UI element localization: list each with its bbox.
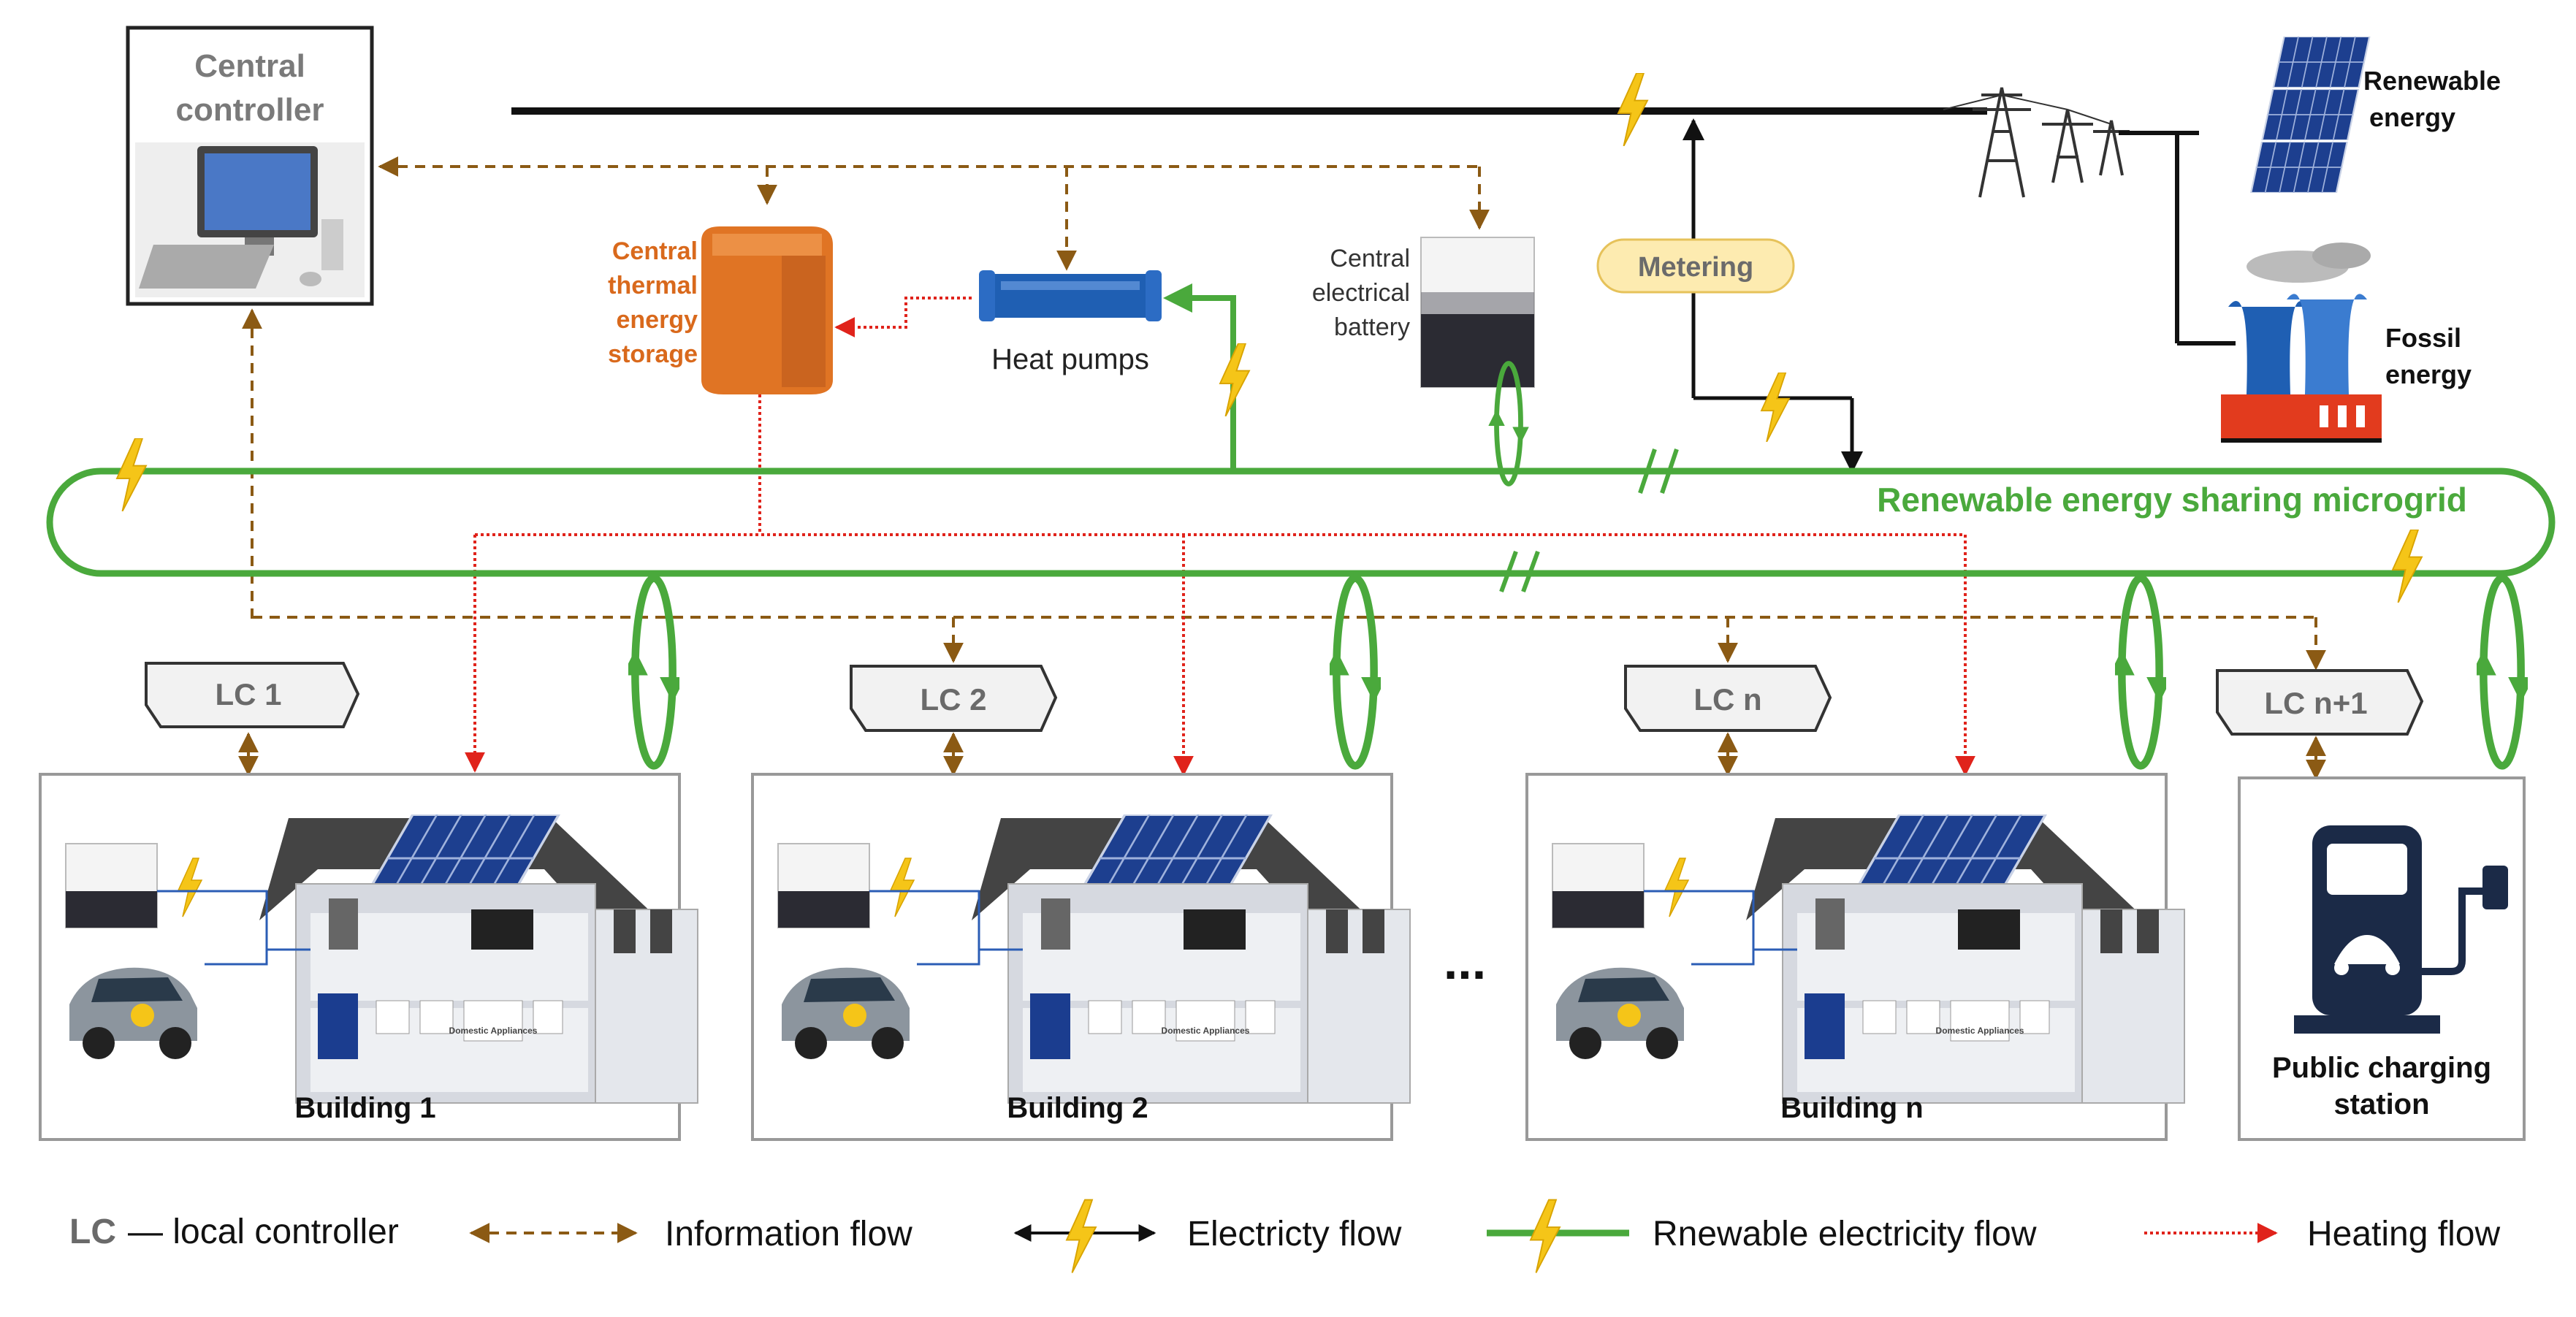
metering-box bbox=[1596, 238, 1795, 294]
lc-n-label: LC n bbox=[1693, 682, 1761, 717]
heating-flow-lines bbox=[465, 297, 1975, 776]
lc-n1-label: LC n+1 bbox=[2264, 686, 2367, 720]
heat-pumps-label: Heat pumps bbox=[991, 343, 1149, 375]
thermal-storage-label-3: energy bbox=[617, 306, 698, 334]
charging-station-icon bbox=[2294, 825, 2508, 1034]
charging-exchange-ring bbox=[2483, 579, 2520, 766]
battery-label-1: Central bbox=[1330, 245, 1410, 272]
appliances-label-2: Domestic Appliances bbox=[1162, 1026, 1250, 1036]
microgrid-break-marks bbox=[1499, 448, 1679, 593]
legend-lc-desc: — local controller bbox=[128, 1213, 399, 1251]
legend-electricity-bolt-icon bbox=[1066, 1199, 1097, 1274]
heat-pump-icon bbox=[979, 270, 1162, 321]
renewable-label-1: Renewable bbox=[2363, 66, 2501, 96]
central-controller-label-1: Central bbox=[194, 48, 305, 84]
renewable-label-2: energy bbox=[2369, 102, 2455, 132]
legend-electricity-label: Electricty flow bbox=[1187, 1215, 1402, 1253]
transmission-towers-icon bbox=[1943, 87, 2130, 198]
info-flow-lines bbox=[238, 156, 2326, 780]
lc-n-box: LC n bbox=[1624, 665, 1832, 732]
ev-icon bbox=[782, 967, 910, 1059]
building1-exchange-ring bbox=[635, 579, 672, 766]
ev-icon bbox=[69, 967, 197, 1059]
central-controller-label-2: controller bbox=[176, 92, 324, 128]
computer-icon bbox=[139, 146, 343, 289]
legend: LC — local controller Information flow E… bbox=[69, 1199, 2500, 1274]
grid-bolt-icon bbox=[1617, 73, 1648, 146]
microgrid-loop bbox=[46, 467, 2556, 577]
appliances-label-1: Domestic Appliances bbox=[449, 1026, 538, 1036]
fossil-label-1: Fossil bbox=[2385, 323, 2461, 353]
thermal-storage-label-2: thermal bbox=[608, 272, 698, 299]
building-2-label: Building 2 bbox=[1007, 1092, 1148, 1124]
building-2: Domestic Appliances Building 2 bbox=[751, 773, 1411, 1141]
legend-renewable-bolt-icon bbox=[1530, 1199, 1561, 1274]
building-n-label: Building n bbox=[1780, 1092, 1924, 1124]
thermal-storage-label-4: storage bbox=[608, 340, 698, 368]
solar-farm-icon bbox=[2249, 37, 2371, 193]
battery-icon bbox=[1420, 237, 1535, 388]
building-1: Domestic Appliances Building 1 bbox=[39, 773, 698, 1141]
ellipsis: ... bbox=[1444, 933, 1486, 990]
ev-icon bbox=[1556, 967, 1684, 1059]
building-1-label: Building 1 bbox=[294, 1092, 435, 1124]
lc-n1-box: LC n+1 bbox=[2216, 669, 2424, 736]
charging-station-box: Public charging station bbox=[2238, 776, 2526, 1141]
thermal-storage-icon bbox=[701, 226, 833, 394]
appliances-label-n: Domestic Appliances bbox=[1936, 1026, 2024, 1036]
metering-bolt-icon bbox=[1761, 373, 1790, 442]
building2-exchange-ring bbox=[1336, 579, 1373, 766]
lc-1-label: LC 1 bbox=[215, 677, 281, 711]
microgrid-bolt-right-icon bbox=[2392, 530, 2423, 603]
microgrid-label: Renewable energy sharing microgrid bbox=[1877, 481, 2467, 519]
lc-2-box: LC 2 bbox=[850, 665, 1058, 732]
lc-2-label: LC 2 bbox=[920, 682, 986, 717]
battery-label-3: battery bbox=[1334, 313, 1410, 341]
legend-lc-abbr: LC bbox=[69, 1213, 116, 1251]
thermal-storage-label-1: Central bbox=[612, 237, 698, 265]
battery-label-2: electrical bbox=[1312, 279, 1410, 307]
fossil-plant-icon bbox=[2221, 243, 2382, 443]
legend-heating-label: Heating flow bbox=[2307, 1215, 2500, 1253]
fossil-label-2: energy bbox=[2385, 359, 2472, 389]
charging-station-label-2: station bbox=[2333, 1088, 2429, 1121]
buildingn-exchange-ring bbox=[2122, 579, 2159, 766]
lc-1-box: LC 1 bbox=[145, 662, 360, 728]
charging-station-label-1: Public charging bbox=[2272, 1052, 2491, 1084]
metering-label: Metering bbox=[1638, 252, 1753, 283]
legend-info-label: Information flow bbox=[665, 1215, 912, 1253]
building-n: Domestic Appliances Building n bbox=[1525, 773, 2185, 1141]
legend-renewable-label: Rnewable electricity flow bbox=[1653, 1215, 2037, 1253]
microgrid-bolt-left-icon bbox=[116, 438, 147, 511]
